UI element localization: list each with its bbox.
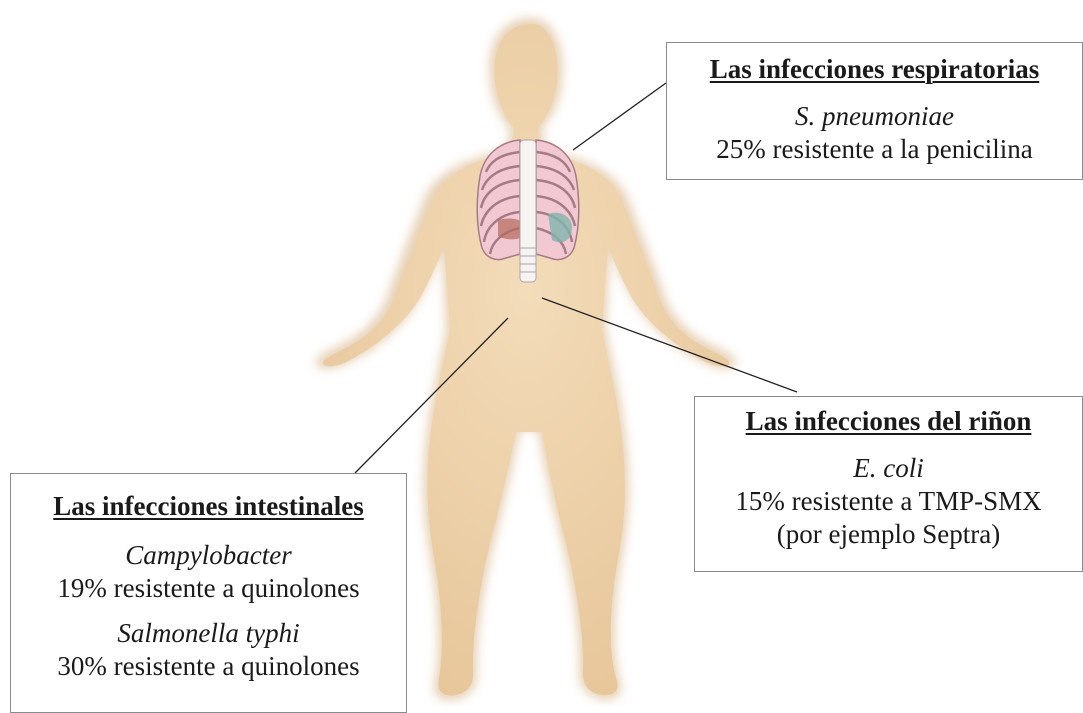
callout-intestinal: Las infecciones intestinales Campylobact… — [10, 473, 407, 713]
callout-intestinal-organism-2: Salmonella typhi — [11, 617, 406, 650]
callout-intestinal-stat-1: 19% resistente a quinolones — [11, 572, 406, 605]
callout-kidney: Las infecciones del riñon E. coli 15% re… — [694, 396, 1083, 572]
callout-kidney-heading: Las infecciones del riñon — [695, 405, 1082, 438]
callout-respiratory-organism: S. pneumoniae — [667, 100, 1082, 133]
callout-respiratory-stat: 25% resistente a la penicilina — [667, 133, 1082, 166]
callout-intestinal-group-2: Salmonella typhi 30% resistente a quinol… — [11, 617, 406, 683]
callout-intestinal-heading: Las infecciones intestinales — [11, 490, 406, 523]
callout-kidney-stat: 15% resistente a TMP-SMX — [695, 485, 1082, 518]
callout-intestinal-stat-2: 30% resistente a quinolones — [11, 650, 406, 683]
callout-intestinal-organism-1: Campylobacter — [11, 539, 406, 572]
leader-line-respiratory — [573, 83, 666, 150]
spine — [520, 140, 536, 282]
callout-kidney-organism: E. coli — [695, 452, 1082, 485]
callout-kidney-note: (por ejemplo Septra) — [695, 518, 1082, 551]
callout-respiratory-heading: Las infecciones respiratorias — [667, 53, 1082, 86]
callout-respiratory: Las infecciones respiratorias S. pneumon… — [666, 42, 1083, 180]
